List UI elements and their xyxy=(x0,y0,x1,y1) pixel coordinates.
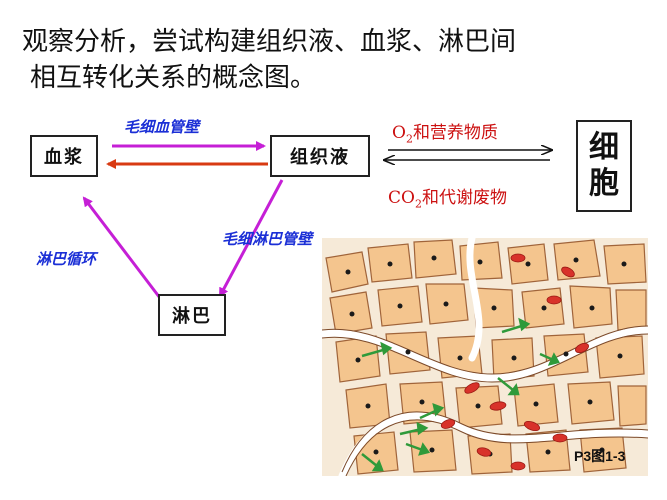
node-cell: 细 胞 xyxy=(576,120,632,212)
fluid-flow-arrows xyxy=(361,317,560,472)
page-title: 观察分析，尝试构建组织液、血浆、淋巴间 相互转化关系的概念图。 xyxy=(22,24,652,96)
node-cell-label-1: 细 xyxy=(589,130,619,165)
label-lymph-circulation: 淋巴循环 xyxy=(36,250,97,268)
label-co2-waste: CO2和代谢废物 xyxy=(388,183,507,210)
tissue-cells xyxy=(325,239,647,475)
node-cell-label-2: 胞 xyxy=(589,166,619,201)
node-lymph-label: 淋巴 xyxy=(172,306,212,327)
node-tissue-fluid: 组织液 xyxy=(270,135,370,177)
node-lymph: 淋巴 xyxy=(158,294,226,336)
co2-prefix: CO xyxy=(388,188,415,208)
node-plasma-label: 血浆 xyxy=(44,147,84,168)
capillary-vessels xyxy=(322,238,648,476)
label-capillary-wall: 毛细血管壁 xyxy=(124,118,200,136)
figure-label: P3图1-3 xyxy=(574,448,626,464)
node-tissue-fluid-label: 组织液 xyxy=(290,147,350,168)
arrow-tissue-fluid-to-lymph xyxy=(218,179,284,298)
o2-subscript: 2 xyxy=(405,132,413,146)
tissue-illustration xyxy=(322,238,648,476)
co2-subscript: 2 xyxy=(414,197,422,211)
node-plasma: 血浆 xyxy=(30,135,98,177)
arrow-lymph-to-plasma xyxy=(82,196,162,299)
capillary-vessel-walls xyxy=(322,325,648,476)
o2-suffix: 和营养物质 xyxy=(412,123,498,143)
title-line-1: 观察分析，尝试构建组织液、血浆、淋巴间 xyxy=(22,27,517,57)
label-o2-nutrients: O2和营养物质 xyxy=(392,118,498,145)
red-blood-cells xyxy=(440,253,589,471)
o2-prefix: O xyxy=(392,123,406,143)
label-lymph-capillary-wall: 毛细淋巴管壁 xyxy=(222,230,313,248)
co2-suffix: 和代谢废物 xyxy=(421,188,507,208)
title-line-2: 相互转化关系的概念图。 xyxy=(30,63,317,93)
